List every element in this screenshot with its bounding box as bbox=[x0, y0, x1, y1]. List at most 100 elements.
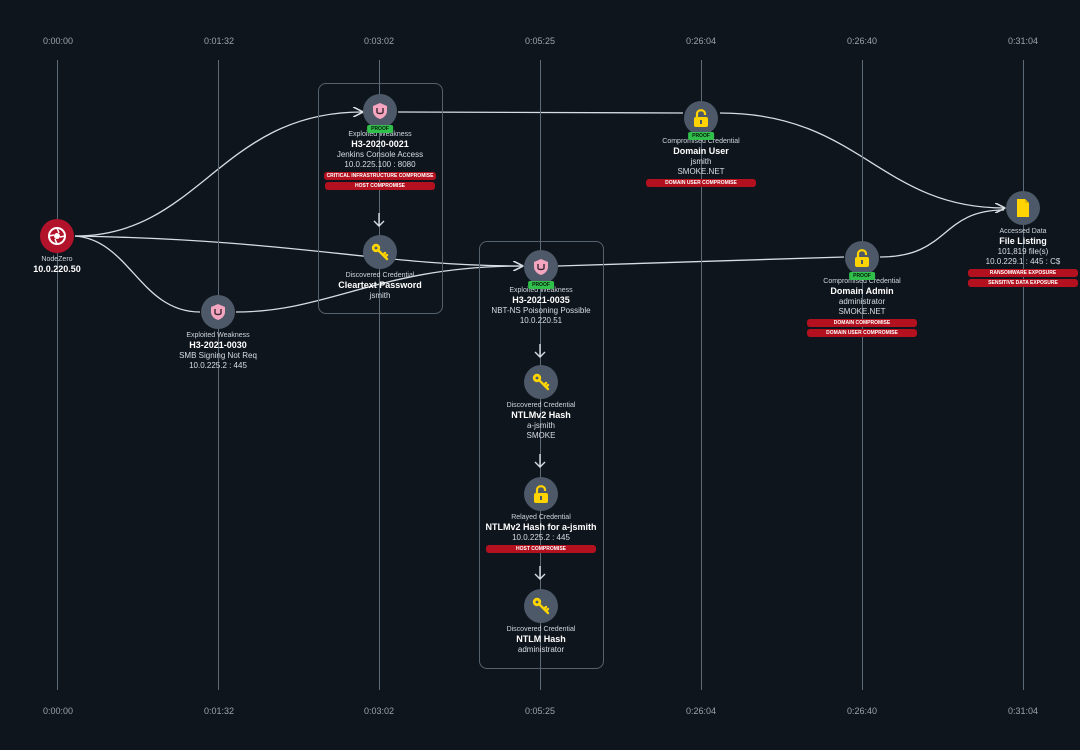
node-type: Discovered Credential bbox=[345, 272, 415, 279]
impact-badge: DOMAIN COMPROMISE bbox=[807, 319, 917, 327]
arrow-down-icon bbox=[534, 344, 546, 358]
time-label: 0:26:04 bbox=[685, 706, 717, 716]
group-box-nbtns-chain bbox=[479, 241, 604, 669]
proof-badge: PROOF bbox=[849, 272, 875, 280]
impact-badge: SENSITIVE DATA EXPOSURE bbox=[968, 279, 1078, 287]
lock-icon bbox=[524, 477, 558, 511]
node-type: Compromised Credential bbox=[823, 278, 901, 285]
time-label: 0:26:40 bbox=[846, 36, 878, 46]
file-icon bbox=[1006, 191, 1040, 225]
node-name: NTLMv2 Hash bbox=[511, 410, 571, 420]
node-count: 101,819 file(s) bbox=[997, 247, 1049, 256]
node-type: Compromised Credential bbox=[662, 138, 740, 145]
key-icon bbox=[524, 589, 558, 623]
node-domain-admin[interactable]: PROOF Compromised Credential Domain Admi… bbox=[792, 241, 932, 337]
time-label: 0:00:00 bbox=[42, 36, 74, 46]
timeline-line bbox=[218, 60, 219, 690]
node-desc: Jenkins Console Access bbox=[336, 150, 424, 159]
impact-badge: HOST COMPROMISE bbox=[325, 182, 435, 190]
node-file-listing[interactable]: Accessed Data File Listing 101,819 file(… bbox=[953, 191, 1080, 287]
arrow-down-icon bbox=[534, 566, 546, 580]
time-label: 0:03:02 bbox=[363, 706, 395, 716]
time-label: 0:26:40 bbox=[846, 706, 878, 716]
node-domain-user[interactable]: PROOF Compromised Credential Domain User… bbox=[631, 101, 771, 187]
node-nbtns[interactable]: PROOF Exploited Weakness H3-2021-0035 NB… bbox=[471, 250, 611, 326]
time-label: 0:31:04 bbox=[1007, 36, 1039, 46]
node-target: 10.0.225.2 : 445 bbox=[512, 533, 570, 542]
key-icon bbox=[524, 365, 558, 399]
lock-icon: PROOF bbox=[684, 101, 718, 140]
time-label: 0:03:02 bbox=[363, 36, 395, 46]
node-user: jsmith bbox=[369, 291, 391, 300]
nodezero-icon bbox=[40, 219, 74, 253]
shield-icon bbox=[201, 295, 235, 329]
arrow-down-icon bbox=[534, 454, 546, 468]
shield-icon: PROOF bbox=[363, 94, 397, 133]
impact-badge: CRITICAL INFRASTRUCTURE COMPROMISE bbox=[324, 172, 436, 180]
node-ip: 10.0.220.50 bbox=[33, 264, 81, 274]
node-id: H3-2021-0030 bbox=[189, 340, 247, 350]
node-domain: SMOKE.NET bbox=[838, 307, 886, 316]
group-box-jenkins-chain bbox=[318, 83, 443, 314]
node-name: NTLM Hash bbox=[516, 634, 566, 644]
node-desc: NBT-NS Poisoning Possible bbox=[491, 306, 591, 315]
node-id: H3-2021-0035 bbox=[512, 295, 570, 305]
node-smb-signing[interactable]: Exploited Weakness H3-2021-0030 SMB Sign… bbox=[148, 295, 288, 371]
node-nodezero[interactable]: NodeZero 10.0.220.50 bbox=[0, 219, 127, 275]
node-cleartext-password[interactable]: Discovered Credential Cleartext Password… bbox=[310, 235, 450, 301]
node-relayed-credential[interactable]: Relayed Credential NTLMv2 Hash for a-jsm… bbox=[471, 477, 611, 553]
edge-nodezero-to-smb bbox=[74, 235, 201, 313]
timeline-line bbox=[1023, 60, 1024, 690]
node-target: 10.0.225.100 : 8080 bbox=[344, 160, 416, 169]
node-jenkins[interactable]: PROOF Exploited Weakness H3-2020-0021 Je… bbox=[310, 94, 450, 190]
node-name: File Listing bbox=[999, 236, 1047, 246]
node-id: H3-2020-0021 bbox=[351, 139, 409, 149]
node-target: 10.0.229.1 : 445 : C$ bbox=[985, 257, 1061, 266]
proof-badge: PROOF bbox=[528, 281, 554, 289]
timeline-line bbox=[57, 60, 58, 690]
node-type: Discovered Credential bbox=[506, 626, 576, 633]
edge-nodezero-to-nbtns bbox=[74, 235, 522, 266]
node-name: Domain Admin bbox=[830, 286, 894, 296]
time-label: 0:00:00 bbox=[42, 706, 74, 716]
node-ntlm-hash[interactable]: Discovered Credential NTLM Hash administ… bbox=[471, 589, 611, 655]
node-type: Exploited Weakness bbox=[509, 287, 573, 294]
key-icon bbox=[363, 235, 397, 269]
node-desc: SMB Signing Not Req bbox=[179, 351, 257, 360]
node-name: NTLMv2 Hash for a-jsmith bbox=[485, 522, 597, 532]
node-name: Cleartext Password bbox=[338, 280, 422, 290]
timeline-line bbox=[701, 60, 702, 690]
time-label: 0:31:04 bbox=[1007, 706, 1039, 716]
arrow-down-icon bbox=[373, 213, 385, 227]
node-type: Relayed Credential bbox=[511, 514, 571, 521]
lock-icon: PROOF bbox=[845, 241, 879, 280]
node-user: jsmith bbox=[690, 157, 712, 166]
node-target: 10.0.220.51 bbox=[519, 316, 563, 325]
node-user: a-jsmith bbox=[526, 421, 555, 430]
time-label: 0:01:32 bbox=[203, 36, 235, 46]
edge-domain-user-to-file-listing bbox=[719, 112, 1004, 208]
edge-smb-to-nbtns bbox=[235, 265, 523, 313]
proof-badge: PROOF bbox=[688, 132, 714, 140]
impact-badge: HOST COMPROMISE bbox=[486, 545, 596, 553]
time-label: 0:05:25 bbox=[524, 36, 556, 46]
edge-nodezero-to-jenkins bbox=[74, 112, 362, 237]
timeline-line bbox=[379, 60, 380, 690]
time-label: 0:05:25 bbox=[524, 706, 556, 716]
node-type: Exploited Weakness bbox=[348, 131, 412, 138]
timeline-line bbox=[862, 60, 863, 690]
impact-badge: RANSOMWARE EXPOSURE bbox=[968, 269, 1078, 277]
node-type: Accessed Data bbox=[999, 228, 1047, 235]
proof-badge: PROOF bbox=[367, 125, 393, 133]
impact-badge: DOMAIN USER COMPROMISE bbox=[646, 179, 756, 187]
node-type: NodeZero bbox=[41, 256, 73, 263]
time-label: 0:26:04 bbox=[685, 36, 717, 46]
node-type: Exploited Weakness bbox=[186, 332, 250, 339]
node-name: Domain User bbox=[673, 146, 729, 156]
node-ntlmv2-hash[interactable]: Discovered Credential NTLMv2 Hash a-jsmi… bbox=[471, 365, 611, 441]
node-type: Discovered Credential bbox=[506, 402, 576, 409]
edge-domain-admin-to-file-listing bbox=[879, 209, 1005, 258]
node-user: administrator bbox=[517, 645, 565, 654]
node-user: administrator bbox=[838, 297, 886, 306]
impact-badge: DOMAIN USER COMPROMISE bbox=[807, 329, 917, 337]
